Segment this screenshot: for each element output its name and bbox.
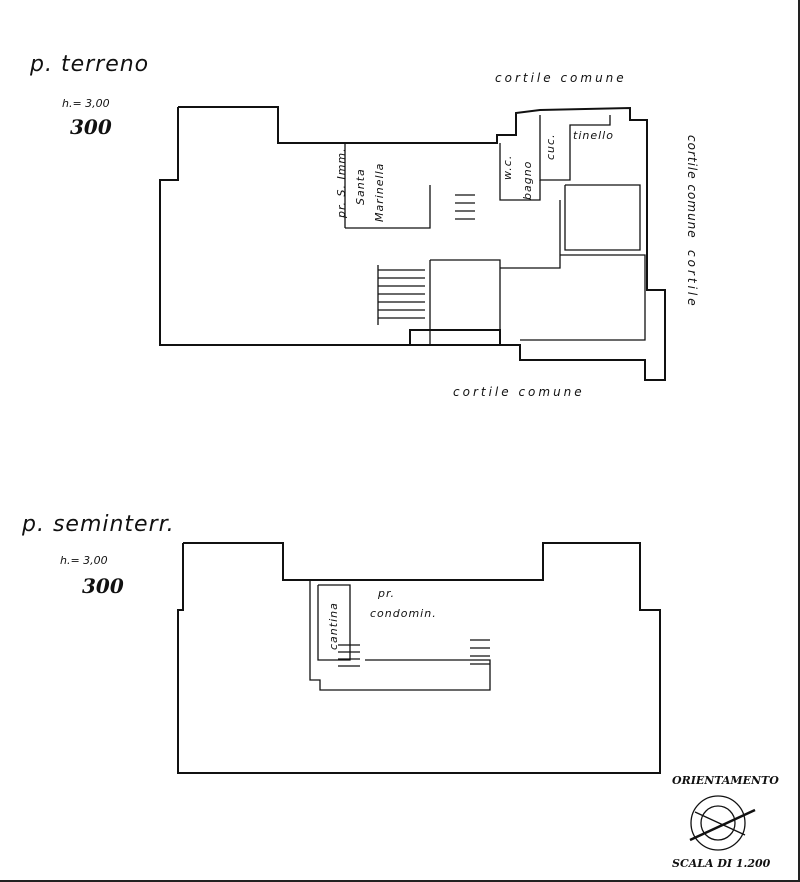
- neighbor-label-1: pr. S. Imm.: [335, 147, 348, 218]
- common-label-1: pr.: [378, 587, 395, 600]
- ground-floor-title: p. terreno: [30, 52, 150, 77]
- interior-wall: [564, 184, 641, 251]
- cantina-walls: [317, 584, 351, 661]
- courtyard-right-1: cortile comune: [685, 135, 699, 239]
- basement-stairs: [338, 639, 490, 667]
- common-label-2: condomin.: [370, 607, 437, 620]
- basement-height: h.= 3,00: [60, 554, 108, 567]
- orientation-label: ORIENTAMENTO: [672, 774, 779, 787]
- room-tinello: tinello: [573, 129, 614, 142]
- interior-wall: [345, 185, 431, 229]
- ground-floor-height: h.= 3,00: [62, 97, 110, 110]
- room-bagno: bagno: [521, 160, 534, 200]
- neighbor-label-2: Santa: [354, 168, 367, 205]
- basement-title: p. seminterr.: [22, 512, 175, 537]
- neighbor-label-3: Marinella: [373, 162, 386, 222]
- courtyard-right-2: cortile: [685, 250, 699, 309]
- interior-wall: [539, 115, 611, 181]
- room-cucina: cuc.: [544, 133, 557, 160]
- interior-wall: [500, 200, 561, 269]
- room-wc: w.c.: [501, 154, 514, 180]
- interior-wall: [499, 143, 541, 201]
- courtyard-bottom: cortile comune: [453, 385, 585, 399]
- interior-wall: [520, 254, 646, 341]
- ground-floor-left-block: [159, 106, 666, 381]
- ground-floor-unit-walls: [429, 259, 501, 346]
- courtyard-top: cortile comune: [495, 71, 627, 85]
- ground-floor-height-handwritten: 300: [70, 115, 112, 139]
- basement-outline: [177, 542, 661, 774]
- scale-label: SCALA DI 1.200: [672, 857, 771, 870]
- basement-height-handwritten: 300: [82, 574, 124, 598]
- ground-stairs: [377, 194, 475, 325]
- basement-corridor: [309, 580, 491, 691]
- compass-icon: [689, 795, 756, 851]
- room-cantina: cantina: [327, 602, 340, 650]
